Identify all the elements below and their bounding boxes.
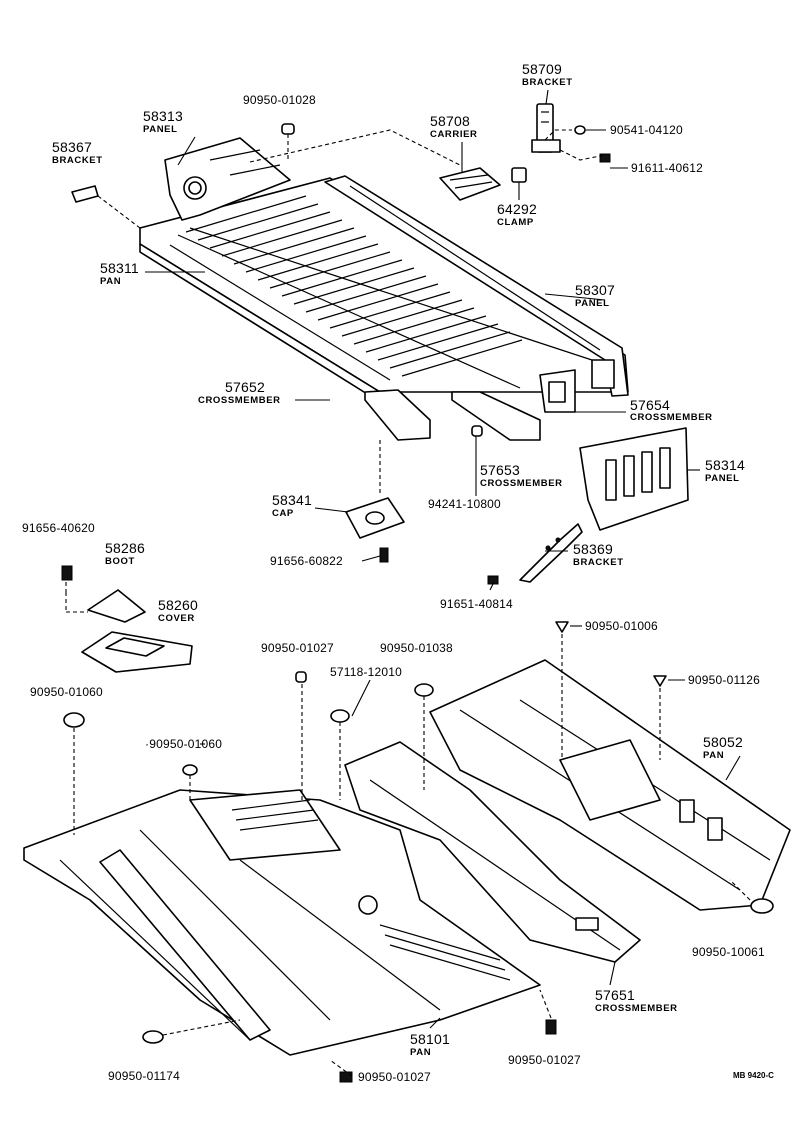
callout-name-crossmember: CROSSMEMBER	[630, 412, 713, 423]
leader-lines	[145, 89, 741, 1029]
callout-number-58311: 58311	[100, 260, 139, 276]
callout-number-64292: 64292	[497, 201, 537, 217]
callout-name-clamp: CLAMP	[497, 217, 534, 228]
bracket-58367	[71, 185, 141, 229]
crossmember-57651	[344, 741, 641, 963]
fastener-label: ·90950-01060	[145, 737, 223, 751]
crossmember-57652	[364, 389, 431, 441]
crossmember-57654	[539, 369, 576, 413]
callout-name-crossmember: CROSSMEMBER	[480, 478, 563, 489]
callout-number-58708: 58708	[430, 113, 470, 129]
fastener-label: 94241-10800	[428, 497, 501, 511]
callout-number-58341: 58341	[272, 492, 312, 508]
callout-name-boot: BOOT	[105, 556, 135, 567]
drawing-code: MB 9420-C	[733, 1071, 774, 1080]
callout-name-pan: PAN	[703, 750, 725, 761]
clamp-64292	[511, 167, 527, 183]
fastener-symbols	[61, 123, 774, 1083]
carrier-58708	[439, 167, 501, 201]
callout-name-crossmember: CROSSMEMBER	[198, 395, 281, 406]
fastener-label: 90950-01027	[358, 1070, 431, 1084]
fastener-label: 90541-04120	[610, 123, 683, 137]
cap-58341	[345, 440, 405, 539]
fastener-label: 90950-01006	[585, 619, 658, 633]
boot-58286	[65, 589, 146, 623]
bracket-58369	[519, 523, 583, 583]
bracket-58709	[531, 103, 561, 153]
callout-number-57652: 57652	[225, 379, 265, 395]
rear-pan-58052	[429, 659, 791, 911]
callout-name-panel: PANEL	[705, 473, 740, 484]
callout-name-cap: CAP	[272, 508, 294, 519]
rear-floor-pan-58311	[139, 177, 629, 403]
fastener-label: 90950-01038	[380, 641, 453, 655]
callout-name-carrier: CARRIER	[430, 129, 478, 140]
alignment-dashed-lines	[65, 129, 751, 1077]
callout-number-58286: 58286	[105, 540, 145, 556]
callout-number-58101: 58101	[410, 1031, 450, 1047]
callout-number-57654: 57654	[630, 397, 670, 413]
callout-name-panel: PANEL	[575, 298, 610, 309]
fastener-label: 57118-12010	[330, 665, 403, 679]
front-floor-pan-58101	[23, 789, 541, 1056]
fastener-label: 91656-40620	[22, 521, 95, 535]
callout-name-pan: PAN	[410, 1047, 432, 1058]
crossmember-57653	[451, 391, 541, 441]
fastener-label: 90950-01028	[243, 93, 316, 107]
fastener-label: 90950-01126	[688, 673, 761, 687]
callout-name-bracket: BRACKET	[52, 155, 103, 166]
callout-number-58369: 58369	[573, 541, 613, 557]
fastener-label: 90950-01060	[30, 685, 103, 699]
fastener-label: 90950-01174	[108, 1069, 181, 1083]
callout-name-crossmember: CROSSMEMBER	[595, 1003, 678, 1014]
callout-name-bracket: BRACKET	[573, 557, 624, 568]
fastener-label: 90950-01027	[261, 641, 334, 655]
fastener-label: 91656-60822	[270, 554, 343, 568]
fastener-label: 91651-40814	[440, 597, 513, 611]
callout-name-bracket: BRACKET	[522, 77, 573, 88]
callout-name-cover: COVER	[158, 613, 195, 624]
callout-number-58260: 58260	[158, 597, 198, 613]
callout-number-57651: 57651	[595, 987, 635, 1003]
callout-number-58307: 58307	[575, 282, 615, 298]
panel-58313	[164, 137, 291, 221]
panel-58314	[579, 427, 689, 531]
fastener-label: 91611-40612	[631, 161, 704, 175]
fastener-label: 90950-10061	[692, 945, 765, 959]
callout-number-58367: 58367	[52, 139, 92, 155]
side-panel-58307	[324, 175, 629, 397]
fastener-label: 90950-01027	[508, 1053, 581, 1067]
callout-name-pan: PAN	[100, 276, 122, 287]
callout-number-58052: 58052	[703, 734, 743, 750]
callout-number-58313: 58313	[143, 108, 183, 124]
callout-name-panel: PANEL	[143, 124, 178, 135]
callout-number-58314: 58314	[705, 457, 745, 473]
callout-number-58709: 58709	[522, 61, 562, 77]
callout-number-57653: 57653	[480, 462, 520, 478]
cover-58260	[81, 631, 193, 673]
